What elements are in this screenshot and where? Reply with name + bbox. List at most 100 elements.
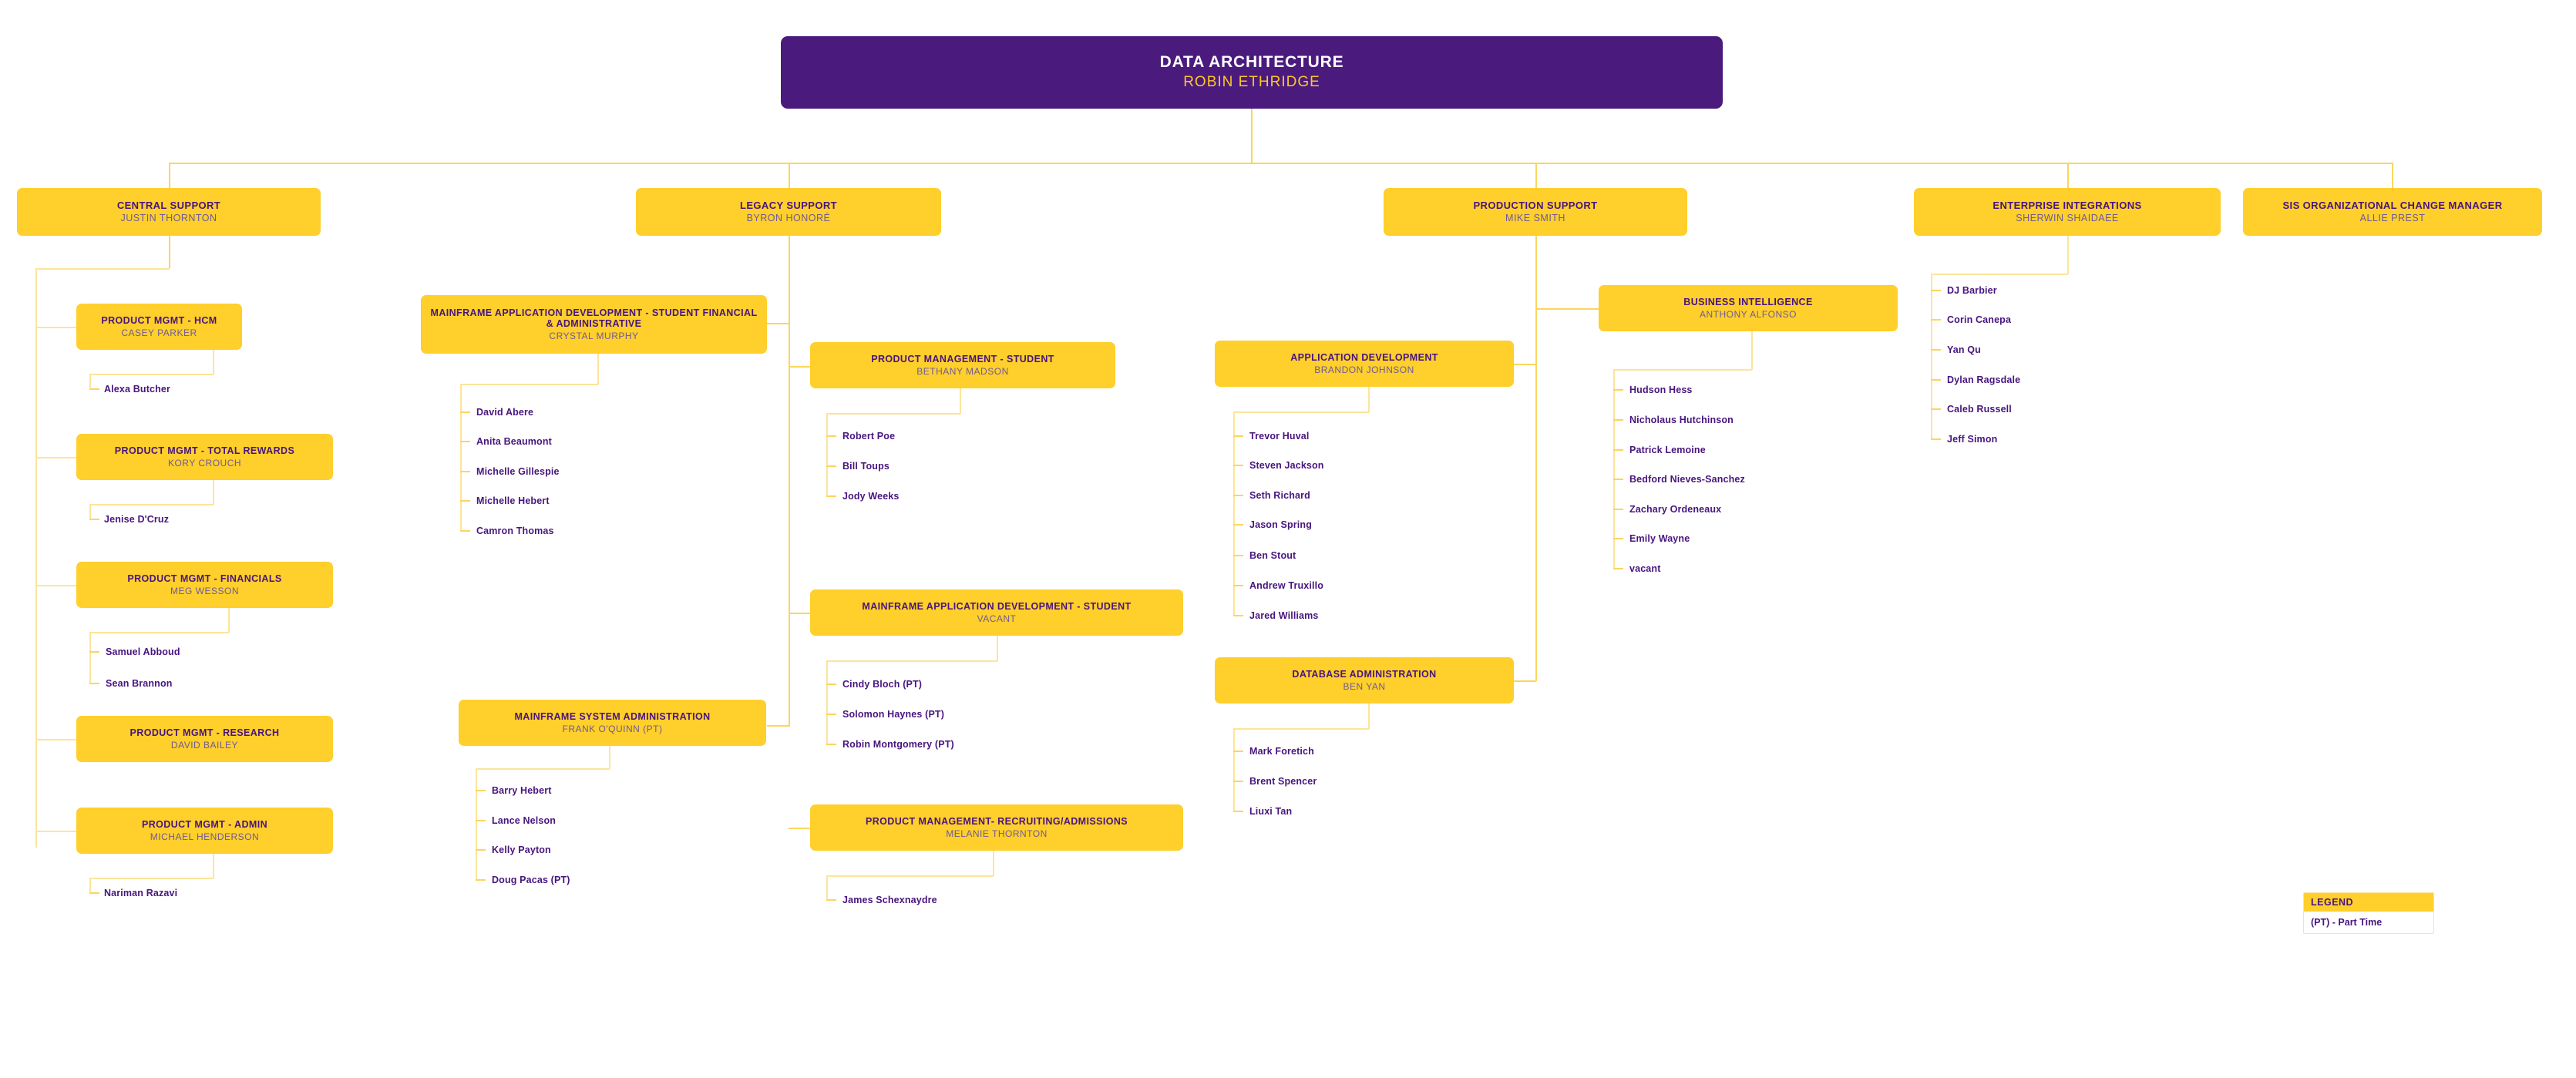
unit-person: MEG WESSON xyxy=(170,585,239,596)
staff-item: Robert Poe xyxy=(842,431,896,442)
connector-dba-bus xyxy=(1233,728,1369,730)
connector-arm-hcm xyxy=(35,327,76,328)
tick-staff xyxy=(1931,438,1941,440)
unit-person: ANTHONY ALFONSO xyxy=(1700,308,1797,320)
node-unit-business-intelligence[interactable]: BUSINESS INTELLIGENCE ANTHONY ALFONSO xyxy=(1599,285,1898,331)
node-division-enterprise-integrations[interactable]: ENTERPRISE INTEGRATIONS SHERWIN SHAIDAEE xyxy=(1914,188,2221,236)
tick-staff xyxy=(826,683,836,685)
tick-staff xyxy=(1613,449,1623,451)
unit-person: BRANDON JOHNSON xyxy=(1314,364,1414,375)
tick-staff xyxy=(1931,319,1941,321)
connector-adm-bus xyxy=(89,878,214,879)
connector-ent-spine xyxy=(1931,274,1932,439)
tick-staff xyxy=(826,435,836,437)
legend-heading: LEGEND xyxy=(2304,893,2433,912)
connector-legacy-arm-pmstudent xyxy=(789,366,810,368)
staff-item: Liuxi Tan xyxy=(1249,806,1293,817)
staff-item: Mark Foretich xyxy=(1249,746,1314,757)
tick-staff xyxy=(1233,524,1243,526)
node-unit-mainframe-system-administration[interactable]: MAINFRAME SYSTEM ADMINISTRATION FRANK O'… xyxy=(459,700,766,746)
unit-title: MAINFRAME APPLICATION DEVELOPMENT - STUD… xyxy=(862,600,1132,612)
division-title: ENTERPRISE INTEGRATIONS xyxy=(1993,200,2142,212)
tick-staff xyxy=(460,471,470,472)
connector-bi-bus xyxy=(1613,369,1752,371)
staff-item: DJ Barbier xyxy=(1947,285,1997,296)
tick-staff xyxy=(1233,585,1243,586)
node-unit-database-administration[interactable]: DATABASE ADMINISTRATION BEN YAN xyxy=(1215,657,1514,704)
node-unit-product-mgmt-financials[interactable]: PRODUCT MGMT - FINANCIALS MEG WESSON xyxy=(76,562,333,608)
tick-staff xyxy=(460,530,470,532)
connector-tr-spine xyxy=(89,504,91,519)
tick-staff xyxy=(460,441,470,442)
tick-staff xyxy=(826,714,836,715)
connector-mfstu-stem xyxy=(997,636,998,661)
staff-item: Jared Williams xyxy=(1249,610,1319,621)
connector-recruit-spine xyxy=(826,875,828,900)
node-root[interactable]: DATA ARCHITECTURE ROBIN ETHRIDGE xyxy=(781,36,1723,109)
connector-production-arm-dba xyxy=(1514,680,1536,682)
tick-staff xyxy=(460,411,470,413)
tick-staff xyxy=(1613,479,1623,480)
staff-item: Jason Spring xyxy=(1249,519,1312,530)
connector-sfa-stem xyxy=(597,354,599,385)
staff-item: Steven Jackson xyxy=(1249,460,1324,471)
node-unit-product-mgmt-hcm[interactable]: PRODUCT MGMT - HCM CASEY PARKER xyxy=(76,304,242,350)
node-unit-product-mgmt-total-rewards[interactable]: PRODUCT MGMT - TOTAL REWARDS KORY CROUCH xyxy=(76,434,333,480)
connector-drop-central xyxy=(169,163,170,188)
tick-staff xyxy=(1233,781,1243,782)
tick-staff xyxy=(89,892,99,894)
unit-person: VACANT xyxy=(977,613,1017,624)
tick-staff xyxy=(476,790,486,791)
connector-bi-stem xyxy=(1751,331,1753,370)
root-title: DATA ARCHITECTURE xyxy=(1159,52,1344,71)
node-division-legacy-support[interactable]: LEGACY SUPPORT BYRON HONORÉ xyxy=(636,188,941,236)
division-title: LEGACY SUPPORT xyxy=(740,200,837,212)
node-division-production-support[interactable]: PRODUCTION SUPPORT MIKE SMITH xyxy=(1384,188,1687,236)
node-unit-mainframe-app-dev-student[interactable]: MAINFRAME APPLICATION DEVELOPMENT - STUD… xyxy=(810,589,1183,636)
tick-staff xyxy=(1931,290,1941,291)
node-division-sis-change-manager[interactable]: SIS ORGANIZATIONAL CHANGE MANAGER ALLIE … xyxy=(2243,188,2542,236)
node-unit-mainframe-app-dev-sfa[interactable]: MAINFRAME APPLICATION DEVELOPMENT - STUD… xyxy=(421,295,767,354)
staff-item: Michelle Hebert xyxy=(476,495,550,506)
staff-item: David Abere xyxy=(476,407,534,418)
connector-hcm-bus xyxy=(89,374,214,375)
staff-item: Lance Nelson xyxy=(492,815,557,826)
staff-item: James Schexnaydre xyxy=(842,895,937,905)
division-person: BYRON HONORÉ xyxy=(746,212,831,223)
connector-legacy-spine xyxy=(789,236,790,727)
staff-item: Kelly Payton xyxy=(492,845,551,855)
tick-staff xyxy=(89,388,99,390)
connector-division-bus xyxy=(169,163,2392,164)
tick-staff xyxy=(1613,568,1623,569)
connector-mfstu-spine xyxy=(826,660,828,745)
tick-staff xyxy=(826,899,836,901)
connector-legacy-arm-sfa xyxy=(767,323,789,324)
unit-person: BETHANY MADSON xyxy=(916,365,1009,377)
staff-item: Nicholaus Hutchinson xyxy=(1629,415,1734,425)
connector-fin-bus xyxy=(89,632,229,633)
node-division-central-support[interactable]: CENTRAL SUPPORT JUSTIN THORNTON xyxy=(17,188,321,236)
connector-drop-legacy xyxy=(789,163,790,188)
staff-item: Dylan Ragsdale xyxy=(1947,374,2021,385)
staff-item: vacant xyxy=(1629,563,1661,574)
connector-drop-sis xyxy=(2392,163,2393,188)
staff-item: Ben Stout xyxy=(1249,550,1296,561)
node-unit-product-mgmt-research[interactable]: PRODUCT MGMT - RESEARCH DAVID BAILEY xyxy=(76,716,333,762)
connector-ent-bus xyxy=(1931,274,2068,275)
node-unit-application-development[interactable]: APPLICATION DEVELOPMENT BRANDON JOHNSON xyxy=(1215,341,1514,387)
staff-item: Yan Qu xyxy=(1947,344,1981,355)
staff-item: Andrew Truxillo xyxy=(1249,580,1324,591)
tick-staff xyxy=(1233,811,1243,812)
division-person: SHERWIN SHAIDAEE xyxy=(2016,212,2119,223)
node-unit-product-management-recruiting[interactable]: PRODUCT MANAGEMENT- RECRUITING/ADMISSION… xyxy=(810,804,1183,851)
node-unit-product-management-student[interactable]: PRODUCT MANAGEMENT - STUDENT BETHANY MAD… xyxy=(810,342,1115,388)
tick-staff xyxy=(1613,389,1623,391)
tick-staff xyxy=(1233,435,1243,437)
node-unit-product-mgmt-admin[interactable]: PRODUCT MGMT - ADMIN MICHAEL HENDERSON xyxy=(76,808,333,854)
staff-item: Samuel Abboud xyxy=(106,646,180,657)
connector-sys-spine xyxy=(476,768,477,880)
connector-sys-stem xyxy=(609,746,610,769)
connector-central-stem xyxy=(169,236,170,268)
division-title: CENTRAL SUPPORT xyxy=(116,200,221,212)
connector-sfa-spine xyxy=(460,384,462,532)
